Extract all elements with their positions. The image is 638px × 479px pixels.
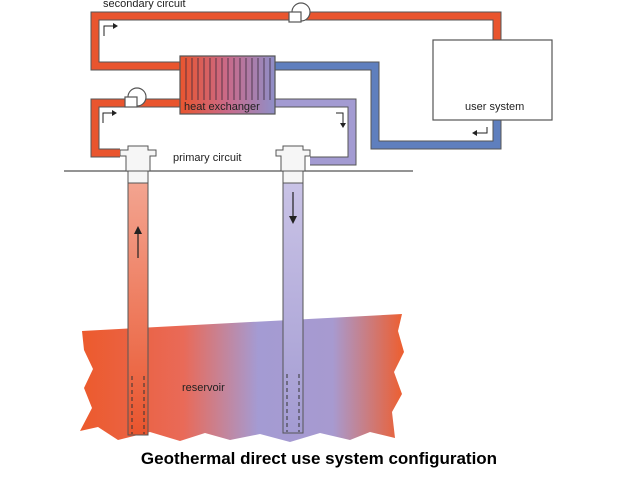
injection-wellhead [275, 145, 311, 184]
production-well [127, 182, 149, 436]
flow-arrow-icon [102, 110, 117, 123]
primary-circuit-label: primary circuit [173, 152, 242, 164]
flow-arrow-icon [472, 127, 488, 136]
primary-pump-icon [124, 87, 147, 108]
heat-exchanger-label: heat exchanger [184, 101, 260, 113]
flow-arrow-icon [103, 23, 118, 36]
user-system-label: user system [465, 101, 525, 113]
production-wellhead [119, 145, 157, 184]
flow-arrow-icon [336, 112, 346, 128]
user-system-box [432, 39, 553, 121]
secondary-circuit-label: secondary circuit [103, 0, 186, 10]
up-arrow-icon [134, 226, 142, 258]
heat-exchanger [179, 55, 276, 115]
figure-caption: Geothermal direct use system configurati… [140, 449, 498, 468]
secondary-pump-icon [288, 2, 311, 23]
reservoir-label: reservoir [182, 382, 225, 394]
reservoir-area [80, 314, 404, 442]
down-arrow-icon [289, 192, 297, 224]
